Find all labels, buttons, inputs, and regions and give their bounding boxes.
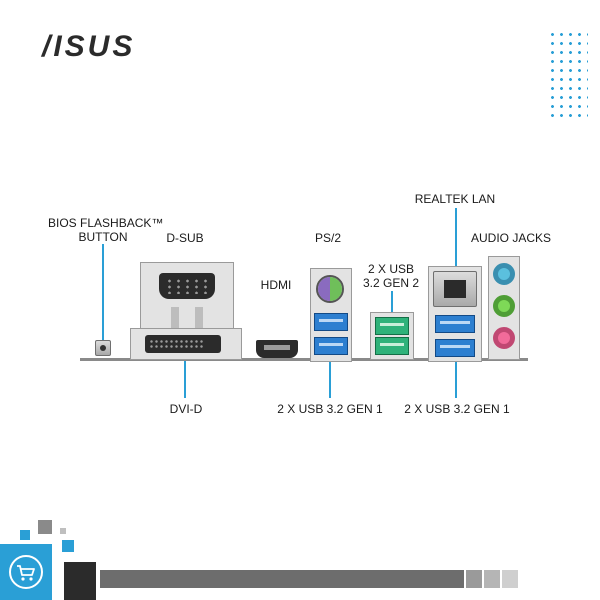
realtek-lan-label: REALTEK LAN <box>414 192 496 206</box>
dvi-d-pins <box>149 339 205 349</box>
audio-line-in-jack <box>493 263 515 285</box>
asus-logo: /ISUS <box>42 30 136 63</box>
ps2-port <box>316 275 344 303</box>
usb-gen2-label-line1: 2 X USB <box>367 262 415 276</box>
bottom-bar-segment-2 <box>484 570 500 588</box>
dsub-label: D-SUB <box>166 231 204 245</box>
ps2-label: PS/2 <box>314 231 341 245</box>
cart-tile[interactable] <box>0 544 52 600</box>
usb-gen2-label: 2 X USB 3.2 GEN 2 <box>356 262 426 290</box>
deco-block-2 <box>20 530 30 540</box>
usb-gen1-a-port-2 <box>314 337 348 355</box>
usb-gen1-label-a: 2 X USB 3.2 GEN 1 <box>277 402 383 416</box>
hdmi-contacts <box>264 345 290 350</box>
dsub-post-right <box>195 307 203 333</box>
ps2-keyboard-half <box>330 277 342 301</box>
shopping-cart-icon <box>9 555 43 589</box>
deco-dark-block <box>64 562 96 600</box>
dvi-d-port <box>130 328 242 360</box>
dvi-leader-line <box>184 361 186 398</box>
bios-button-cap <box>100 345 106 351</box>
dvi-d-connector <box>145 335 221 353</box>
bottom-bar-segment-1 <box>466 570 482 588</box>
dsub-bracket <box>140 262 234 336</box>
lan-leader-line <box>455 208 457 268</box>
dsub-connector <box>159 273 215 299</box>
usb-gen1-a-port-1 <box>314 313 348 331</box>
ps2-usb-stack <box>310 268 352 362</box>
dvi-d-label: DVI-D <box>169 402 203 416</box>
lan-port <box>433 271 477 307</box>
deco-block-1 <box>38 520 52 534</box>
usb-gen1-b-leader-line <box>455 361 457 398</box>
deco-block-4 <box>62 540 74 552</box>
usb-gen1-a-leader-line <box>329 361 331 398</box>
hdmi-port <box>256 340 298 358</box>
decorative-dot-grid <box>548 30 588 120</box>
audio-jacks-stack <box>488 256 520 360</box>
usb-gen2-leader-line <box>391 291 393 313</box>
bottom-bar <box>100 570 464 588</box>
audio-line-out-jack <box>493 295 515 317</box>
lan-socket <box>444 280 466 298</box>
usb-gen2-stack <box>370 312 414 360</box>
dsub-pins <box>165 278 209 294</box>
deco-block-3 <box>60 528 66 534</box>
bios-leader-line <box>102 244 104 344</box>
bios-flashback-label: BIOS FLASHBACK™ BUTTON <box>48 216 164 244</box>
bios-flashback-line2: BUTTON <box>78 230 128 244</box>
usb-gen2-label-line2: 3.2 GEN 2 <box>362 276 420 290</box>
hdmi-label: HDMI <box>260 278 292 292</box>
lan-usb-stack <box>428 266 482 362</box>
ps2-mouse-half <box>318 277 330 301</box>
usb-gen1-b-port-1 <box>435 315 475 333</box>
io-shield-baseline <box>80 358 528 361</box>
usb-gen1-b-port-2 <box>435 339 475 357</box>
bios-flashback-line1: BIOS FLASHBACK™ <box>48 216 164 230</box>
usb-gen1-label-b: 2 X USB 3.2 GEN 1 <box>404 402 510 416</box>
audio-mic-jack <box>493 327 515 349</box>
dsub-post-left <box>171 307 179 333</box>
audio-jacks-label: AUDIO JACKS <box>470 231 551 245</box>
usb-gen2-port-1 <box>375 317 409 335</box>
bios-flashback-button <box>95 340 111 356</box>
bottom-bar-segment-3 <box>502 570 518 588</box>
usb-gen2-port-2 <box>375 337 409 355</box>
